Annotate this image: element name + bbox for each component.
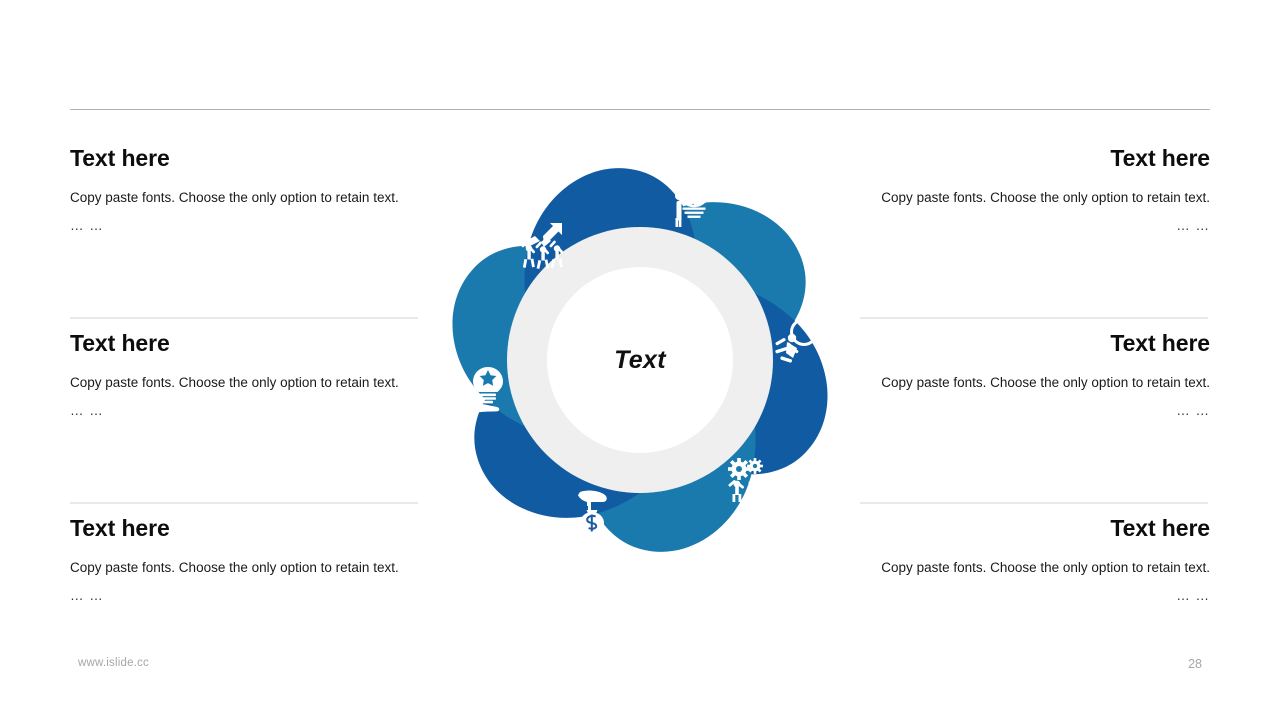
block-separator bbox=[860, 317, 1208, 319]
block-title: Text here bbox=[1110, 515, 1210, 541]
block-body: Copy paste fonts. Choose the only option… bbox=[70, 190, 399, 206]
right-text-block-1: Text here Copy paste fonts. Choose the o… bbox=[860, 134, 1210, 319]
block-title: Text here bbox=[70, 515, 170, 541]
block-title: Text here bbox=[70, 145, 170, 171]
block-ellipsis: … … bbox=[70, 217, 104, 233]
right-text-block-3: Text here Copy paste fonts. Choose the o… bbox=[860, 504, 1210, 689]
center-disc bbox=[547, 267, 733, 453]
footer-page-number: 28 bbox=[1188, 657, 1202, 671]
block-body: Copy paste fonts. Choose the only option… bbox=[70, 560, 399, 576]
header-divider bbox=[70, 109, 1210, 110]
block-separator bbox=[70, 317, 418, 319]
block-title: Text here bbox=[1110, 145, 1210, 171]
block-ellipsis: … … bbox=[1176, 217, 1210, 233]
block-body: Copy paste fonts. Choose the only option… bbox=[881, 190, 1210, 206]
block-separator bbox=[860, 502, 1208, 504]
right-text-column: Text here Copy paste fonts. Choose the o… bbox=[860, 134, 1210, 689]
block-title: Text here bbox=[1110, 330, 1210, 356]
left-text-block-3: Text here Copy paste fonts. Choose the o… bbox=[70, 504, 420, 689]
block-ellipsis: … … bbox=[1176, 402, 1210, 418]
block-body: Copy paste fonts. Choose the only option… bbox=[70, 375, 399, 391]
left-text-column: Text here Copy paste fonts. Choose the o… bbox=[70, 134, 420, 689]
right-text-block-2: Text here Copy paste fonts. Choose the o… bbox=[860, 319, 1210, 504]
block-ellipsis: … … bbox=[1176, 587, 1210, 603]
block-ellipsis: … … bbox=[70, 587, 104, 603]
left-text-block-2: Text here Copy paste fonts. Choose the o… bbox=[70, 319, 420, 504]
block-separator bbox=[70, 502, 418, 504]
pinwheel-diagram: Text bbox=[440, 160, 840, 560]
left-text-block-1: Text here Copy paste fonts. Choose the o… bbox=[70, 134, 420, 319]
block-body: Copy paste fonts. Choose the only option… bbox=[881, 375, 1210, 391]
block-ellipsis: … … bbox=[70, 402, 104, 418]
block-body: Copy paste fonts. Choose the only option… bbox=[881, 560, 1210, 576]
footer-website[interactable]: www.islide.cc bbox=[78, 657, 149, 669]
block-title: Text here bbox=[70, 330, 170, 356]
